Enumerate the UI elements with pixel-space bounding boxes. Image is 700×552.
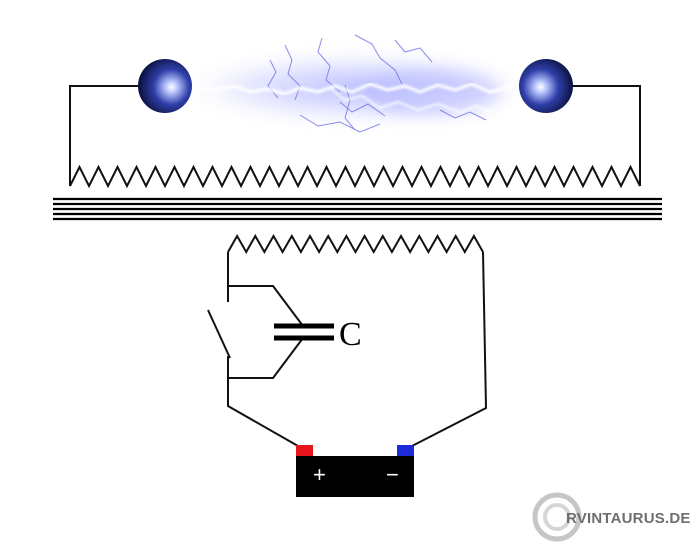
battery-negative-terminal — [397, 445, 414, 456]
spark-gap-switch — [207, 309, 231, 359]
spark-filaments — [267, 34, 487, 133]
watermark-text: RVINTAURUS.DE — [566, 510, 691, 527]
battery-minus-sign: − — [386, 462, 399, 487]
watermark-ring-inner — [543, 503, 571, 531]
battery-plus-sign: + — [313, 462, 326, 487]
capacitor: C — [274, 316, 362, 353]
left-spark-electrode — [138, 59, 192, 113]
transformer-core — [53, 197, 662, 221]
battery-body — [296, 456, 414, 497]
capacitor-label: C — [339, 316, 362, 353]
primary-coil — [227, 233, 484, 255]
watermark-logo: RVINTAURUS.DE — [532, 492, 691, 542]
right-spark-electrode — [519, 59, 573, 113]
right-secondary-wire — [573, 85, 641, 186]
watermark-ring-outer — [532, 492, 582, 542]
battery-positive-terminal — [296, 445, 313, 456]
spark-branch-bolt — [329, 87, 493, 114]
spark-discharge — [170, 34, 540, 133]
secondary-coil — [69, 164, 641, 189]
primary-circuit-wires — [227, 251, 488, 447]
battery: + − — [296, 445, 414, 497]
left-secondary-wire — [69, 85, 138, 186]
spark-main-bolt — [191, 82, 521, 96]
